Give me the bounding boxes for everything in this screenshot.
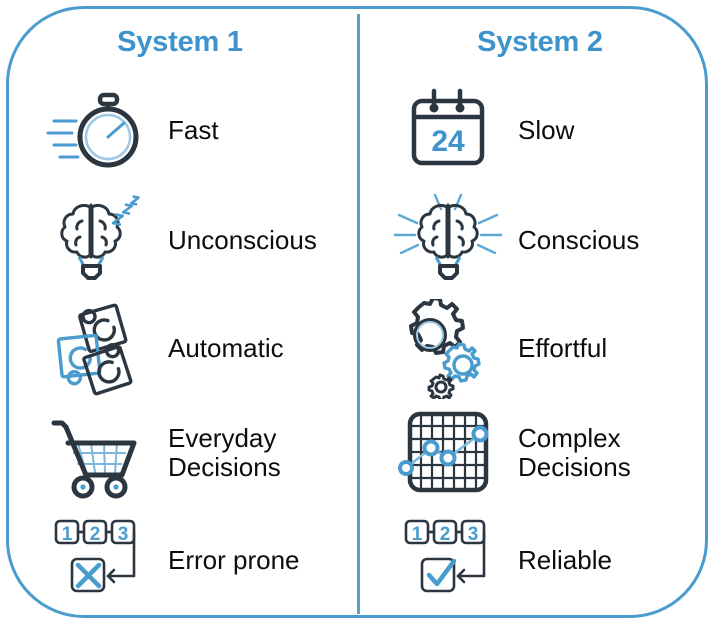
row-automatic: Automatic — [0, 296, 360, 402]
flow-check-icon: 1 2 3 — [388, 508, 508, 614]
row-slow: 24 Slow — [360, 78, 720, 184]
column-divider — [357, 14, 360, 614]
flow-step-3: 3 — [118, 524, 129, 545]
flow-step-1: 1 — [62, 524, 73, 545]
row-label-conscious: Conscious — [518, 225, 640, 256]
flow-error-x-icon: 1 2 3 — [38, 508, 158, 614]
column-system-2: System 2 24 Slow — [360, 0, 720, 630]
row-conscious: Conscious — [360, 188, 720, 294]
column-title-system-1: System 1 — [117, 26, 243, 58]
flow-step-3: 3 — [468, 524, 479, 545]
grid-chart-icon — [388, 400, 508, 506]
row-error-prone: 1 2 3 Error prone — [0, 508, 360, 614]
brain-bulb-radiating-icon — [388, 188, 508, 294]
flow-step-1: 1 — [412, 524, 423, 545]
brain-bulb-sleeping-icon — [38, 188, 158, 294]
row-unconscious: Unconscious — [0, 188, 360, 294]
column-title-system-2: System 2 — [477, 26, 603, 58]
row-label-automatic: Automatic — [168, 333, 284, 364]
row-effortful: Effortful — [360, 296, 720, 402]
rotating-cards-icon — [38, 296, 158, 402]
flow-step-2: 2 — [440, 524, 451, 545]
shopping-cart-icon — [38, 400, 158, 506]
row-reliable: 1 2 3 Reliable — [360, 508, 720, 614]
row-label-effortful: Effortful — [518, 333, 608, 364]
stopwatch-icon — [38, 78, 158, 184]
calendar-day-number: 24 — [431, 125, 465, 158]
gears-icon — [388, 296, 508, 402]
row-complex-decisions: Complex Decisions — [360, 400, 720, 506]
row-label-fast: Fast — [168, 115, 219, 146]
row-everyday-decisions: Everyday Decisions — [0, 400, 360, 506]
flow-step-2: 2 — [90, 524, 101, 545]
column-system-1: System 1 — [0, 26, 360, 614]
row-fast: Fast — [0, 78, 360, 184]
row-label-error-prone: Error prone — [168, 545, 300, 576]
calendar-icon: 24 — [388, 78, 508, 184]
row-label-reliable: Reliable — [518, 545, 612, 576]
row-label-everyday-decisions: Everyday Decisions — [168, 422, 281, 482]
row-label-unconscious: Unconscious — [168, 225, 317, 256]
row-label-complex-decisions: Complex Decisions — [518, 422, 631, 482]
row-label-slow: Slow — [518, 115, 575, 146]
